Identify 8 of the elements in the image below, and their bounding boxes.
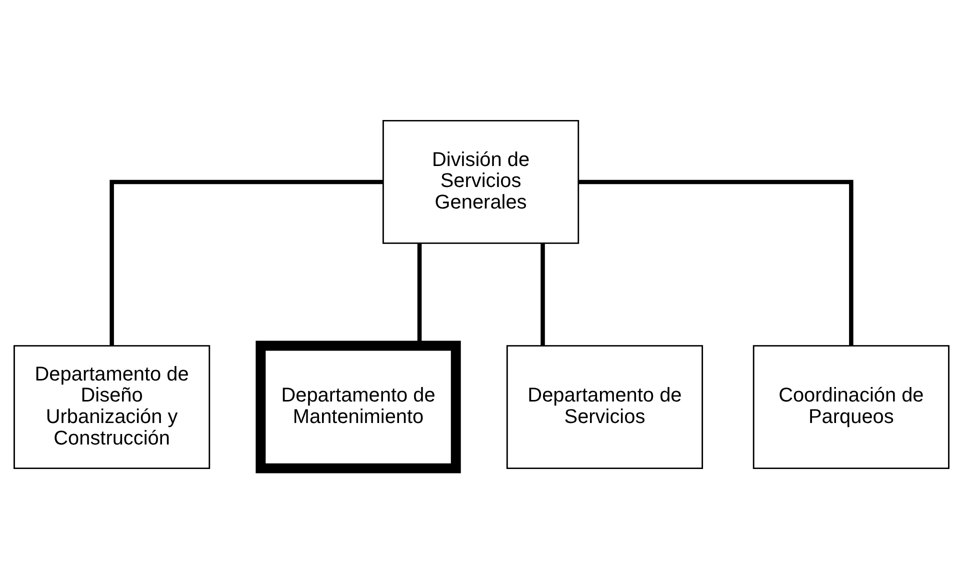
- connector: [540, 242, 545, 346]
- connector: [110, 179, 383, 346]
- node-box: Coordinación de Parqueos: [752, 344, 950, 469]
- node-box: Departamento de Mantenimiento: [256, 340, 461, 473]
- node-box: Departamento de Diseño Urbanización y Construcción: [14, 344, 210, 469]
- connector: [578, 179, 854, 346]
- node-box: Departamento de Servicios: [506, 344, 704, 469]
- node-box: División de Servicios Generales: [382, 119, 580, 244]
